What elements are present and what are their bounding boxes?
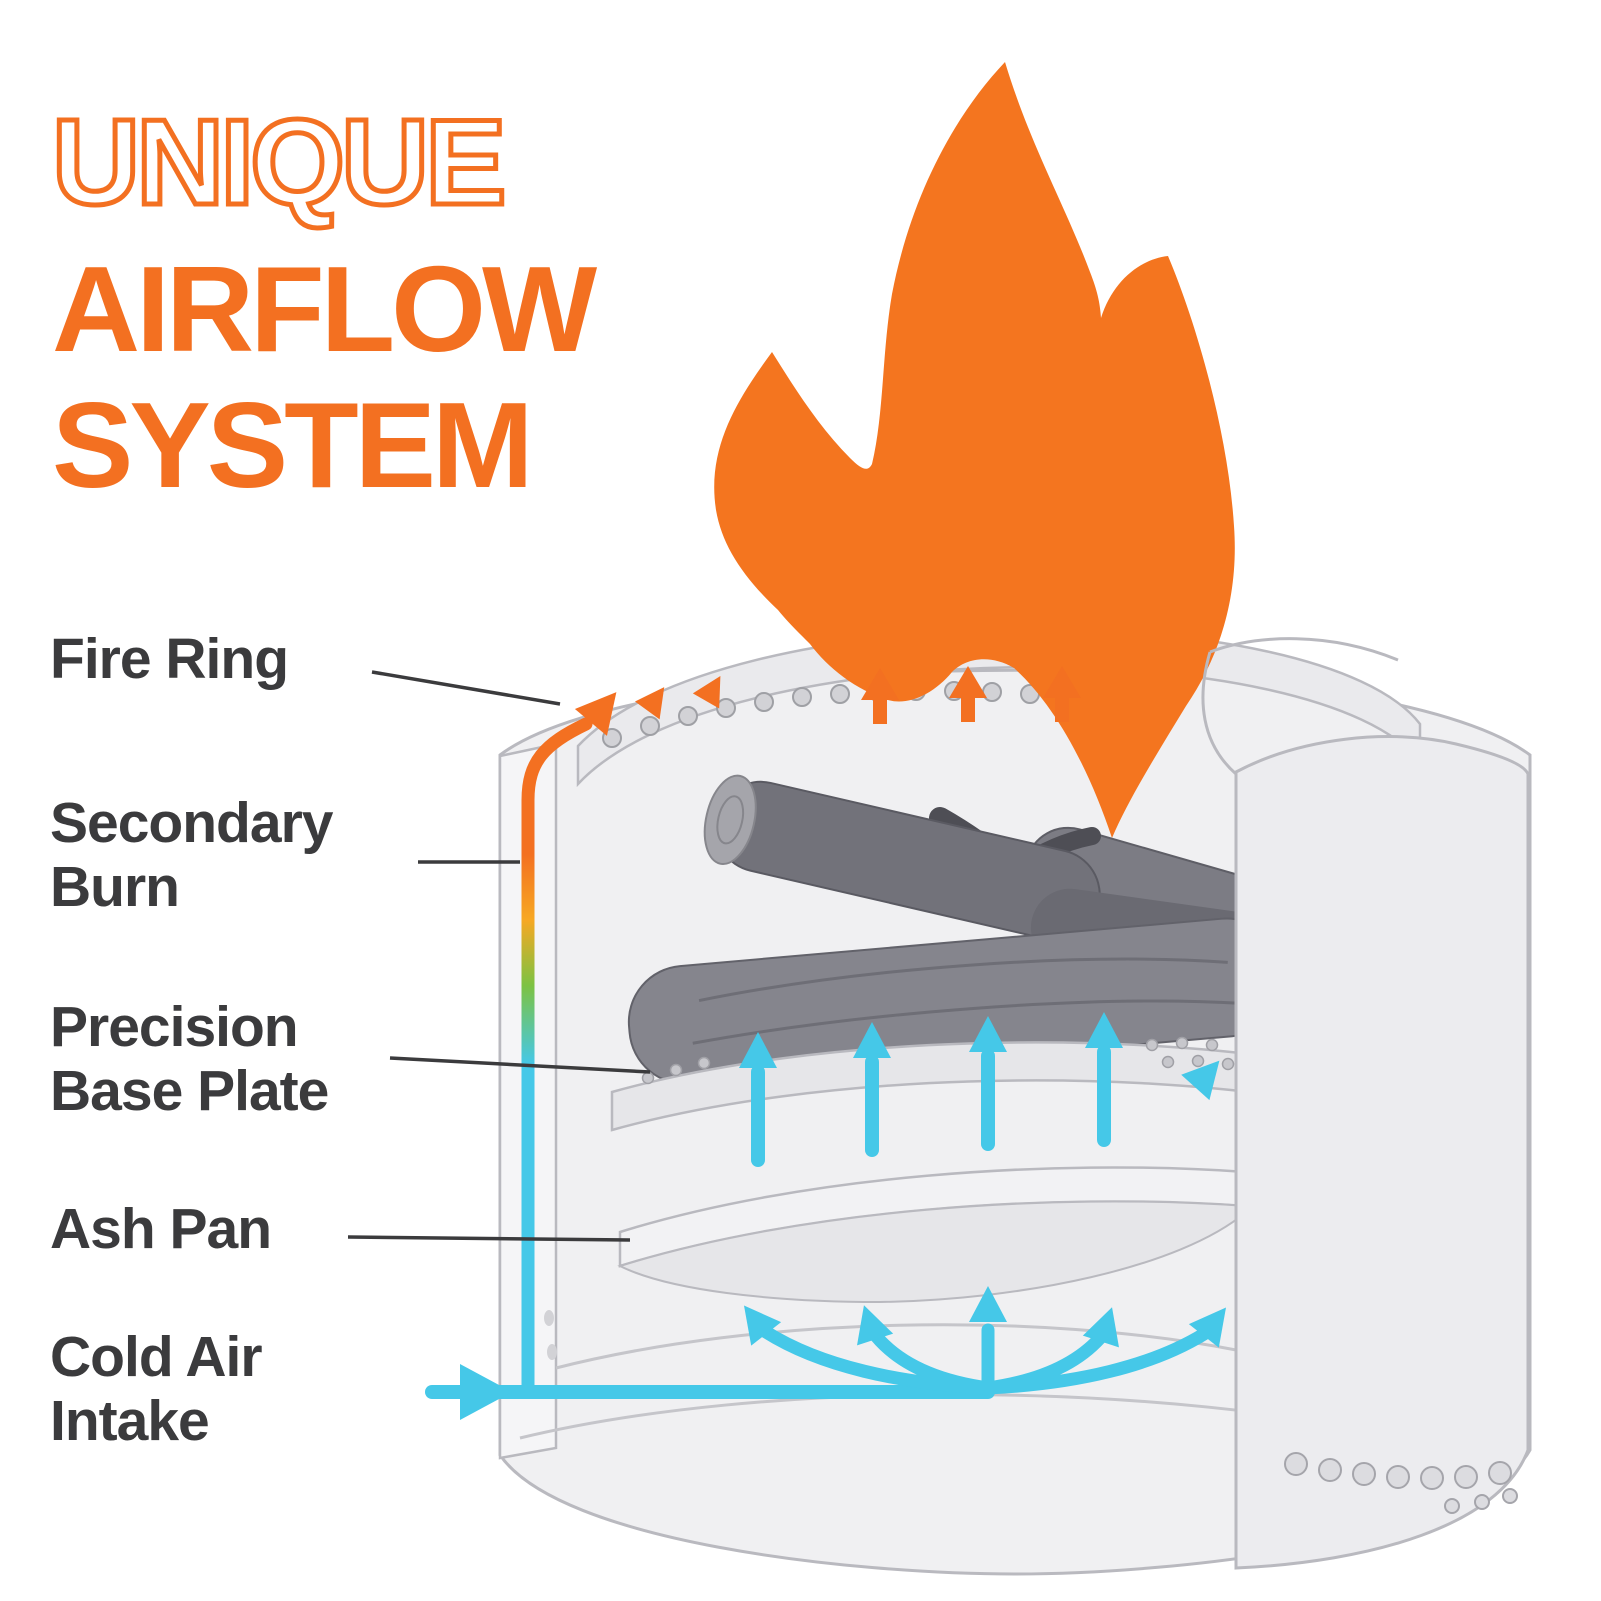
base-plate-updraft-arrows (751, 1045, 1111, 1167)
label-precision-line2: Base Plate (50, 1058, 329, 1123)
flame-illustration (714, 62, 1235, 838)
right-wall-panel (1201, 637, 1530, 1570)
bottom-air-intake-holes (1284, 1452, 1518, 1514)
secondary-burn-flow (521, 666, 1081, 1399)
label-secondary-burn: Secondary Burn (50, 791, 333, 920)
label-ash-pan: Ash Pan (50, 1197, 272, 1262)
label-cold-air-line1: Cold Air (50, 1325, 263, 1389)
fire-ring-jet-arrows (861, 666, 1081, 724)
label-fire-ring-text: Fire Ring (50, 627, 289, 691)
label-fire-ring: Fire Ring (50, 627, 289, 692)
label-cold-air-line2: Intake (50, 1388, 210, 1453)
title-block: UNIQUE AIRFLOW SYSTEM (50, 92, 603, 514)
base-plate-leader-line (389, 1056, 651, 1074)
ash-pan-leader-line (347, 1235, 631, 1242)
label-ash-pan-text: Ash Pan (50, 1197, 272, 1261)
leader-lines (347, 670, 651, 1242)
label-secondary-burn-line2: Burn (50, 854, 180, 919)
title-line-unique: UNIQUE (52, 94, 502, 230)
label-secondary-burn-line1: Secondary (50, 791, 333, 855)
rim-curl-detail (1201, 637, 1399, 776)
left-bottom-holes (544, 1310, 557, 1360)
fire-ring-leader-line (371, 670, 561, 706)
label-precision-line1: Precision (50, 995, 299, 1059)
log-upper-left (703, 774, 1101, 941)
label-cold-air-intake: Cold Air Intake (50, 1325, 263, 1454)
cold-air-intake-arrowhead (460, 1364, 512, 1420)
title-line-system: SYSTEM (52, 377, 530, 513)
title-line-airflow: AIRFLOW (52, 241, 598, 377)
label-precision-base-plate: Precision Base Plate (50, 995, 329, 1124)
cold-air-flow (425, 1012, 1241, 1420)
